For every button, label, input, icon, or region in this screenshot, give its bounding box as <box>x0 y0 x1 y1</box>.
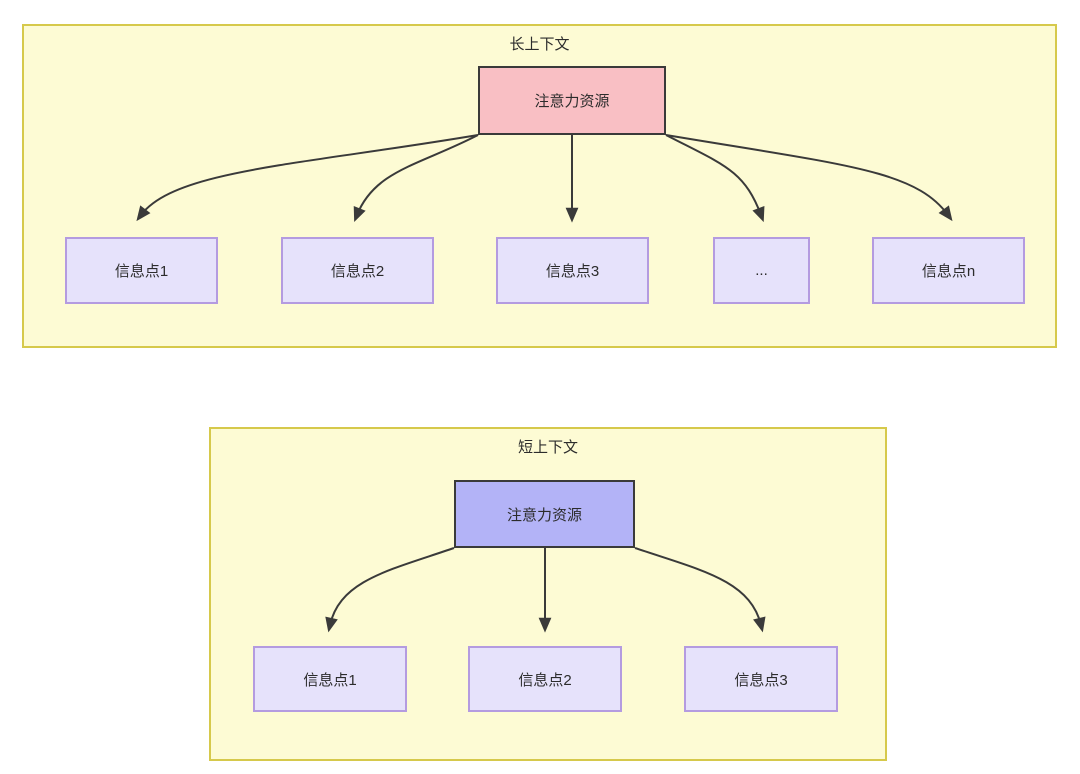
node-long-info-point-1[interactable]: 信息点1 <box>65 237 218 304</box>
node-label: 注意力资源 <box>506 506 582 524</box>
node-label: 信息点3 <box>734 671 788 689</box>
node-label: 注意力资源 <box>534 93 610 110</box>
node-long-info-point-3[interactable]: 信息点3 <box>496 237 649 304</box>
node-label: 信息点1 <box>303 671 357 689</box>
node-short-attention-resource[interactable]: 注意力资源 <box>454 480 635 548</box>
node-long-info-point-2[interactable]: 信息点2 <box>281 237 434 304</box>
node-long-info-point-ellipsis[interactable]: ... <box>713 237 810 304</box>
group-long-context-title: 长上下文 <box>509 36 570 53</box>
group-short-context-title: 短上下文 <box>517 439 578 456</box>
node-label: ... <box>755 262 768 279</box>
node-short-info-point-1[interactable]: 信息点1 <box>253 646 407 712</box>
node-label: 信息点3 <box>545 263 600 280</box>
node-label: 信息点2 <box>518 671 572 689</box>
node-short-info-point-2[interactable]: 信息点2 <box>468 646 622 712</box>
node-label: 信息点n <box>921 263 976 280</box>
node-label: 信息点1 <box>114 263 169 280</box>
node-short-info-point-3[interactable]: 信息点3 <box>684 646 838 712</box>
node-label: 信息点2 <box>330 263 385 280</box>
node-long-info-point-n[interactable]: 信息点n <box>872 237 1025 304</box>
node-long-attention-resource[interactable]: 注意力资源 <box>478 66 666 135</box>
